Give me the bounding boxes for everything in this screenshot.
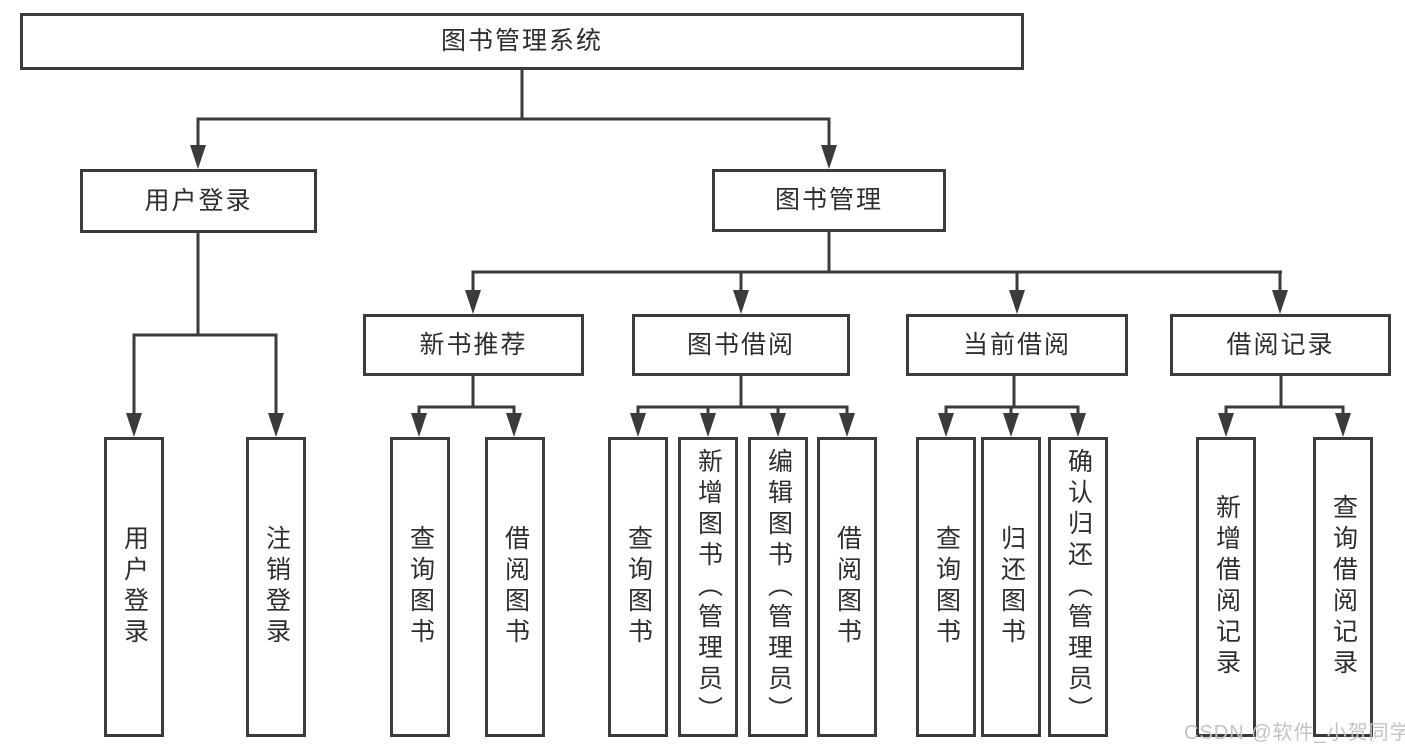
csdn-watermark: CSDN @软件_小贺同学	[1184, 722, 1405, 744]
node-label: 注销登录	[262, 525, 291, 649]
node-label: 编辑图书（管理员）	[764, 447, 793, 727]
node-borrowing-records: 借阅记录	[1170, 314, 1391, 376]
arrowheads-root-to-level2	[190, 145, 837, 169]
node-user-login: 用户登录	[80, 169, 317, 233]
node-label: 新书推荐	[419, 330, 528, 359]
leaf-user-login: 用户登录	[104, 437, 164, 737]
node-library-management-system: 图书管理系统	[20, 13, 1024, 70]
connector-current-to-leaves	[944, 376, 1080, 415]
arrowheads-mgmt-to-level3	[465, 290, 1288, 314]
arrowheads-borrowing-to-leaves	[630, 413, 855, 437]
node-label: 查询图书	[932, 525, 961, 649]
node-label: 用户登录	[144, 186, 253, 215]
connector-mgmt-to-level3	[471, 232, 1282, 292]
leaf-borrow-books-borrowing: 借阅图书	[817, 437, 877, 737]
node-label: 归还图书	[997, 525, 1026, 649]
leaf-borrow-books-recommend: 借阅图书	[485, 437, 545, 737]
leaf-confirm-return-admin: 确认归还（管理员）	[1048, 437, 1108, 737]
connector-records-to-leaves	[1224, 376, 1345, 415]
node-book-borrowing: 图书借阅	[632, 314, 850, 376]
node-book-management: 图书管理	[712, 169, 946, 232]
node-label: 当前借阅	[962, 330, 1071, 359]
connector-root-to-level2	[196, 70, 831, 147]
leaf-query-borrow-record: 查询借阅记录	[1313, 437, 1373, 737]
leaf-edit-book-admin: 编辑图书（管理员）	[748, 437, 808, 737]
leaf-query-books-current: 查询图书	[916, 437, 976, 737]
node-new-book-recommendation: 新书推荐	[363, 314, 584, 376]
arrowheads-records-to-leaves	[1218, 413, 1351, 437]
arrowheads-login-to-leaves	[126, 413, 284, 437]
node-label: 新增图书（管理员）	[694, 447, 723, 727]
arrowheads-current-to-leaves	[938, 413, 1086, 437]
node-label: 借阅图书	[833, 525, 862, 649]
node-current-borrowing: 当前借阅	[906, 314, 1128, 376]
leaf-return-book: 归还图书	[981, 437, 1041, 737]
node-label: 查询图书	[624, 525, 653, 649]
leaf-add-book-admin: 新增图书（管理员）	[678, 437, 738, 737]
node-label: 新增借阅记录	[1212, 494, 1241, 680]
node-label: 图书管理	[774, 186, 883, 214]
node-label: 借阅图书	[501, 525, 530, 649]
node-label: 查询借阅记录	[1329, 494, 1358, 680]
node-label: 用户登录	[120, 525, 149, 649]
node-label: 确认归还（管理员）	[1064, 447, 1093, 727]
node-label: 图书管理系统	[440, 27, 603, 55]
node-label: 查询图书	[406, 525, 435, 649]
node-label: 图书借阅	[686, 330, 795, 359]
connector-borrowing-to-leaves	[636, 376, 849, 415]
leaf-add-borrow-record: 新增借阅记录	[1196, 437, 1256, 737]
arrowheads-recommend-to-leaves	[411, 413, 522, 437]
connector-login-to-leaves	[132, 233, 278, 415]
leaf-query-books-recommend: 查询图书	[390, 437, 450, 737]
leaf-logout-login: 注销登录	[246, 437, 306, 737]
node-label: 借阅记录	[1226, 330, 1335, 359]
connector-recommend-to-leaves	[417, 376, 516, 415]
leaf-query-books-borrowing: 查询图书	[608, 437, 668, 737]
